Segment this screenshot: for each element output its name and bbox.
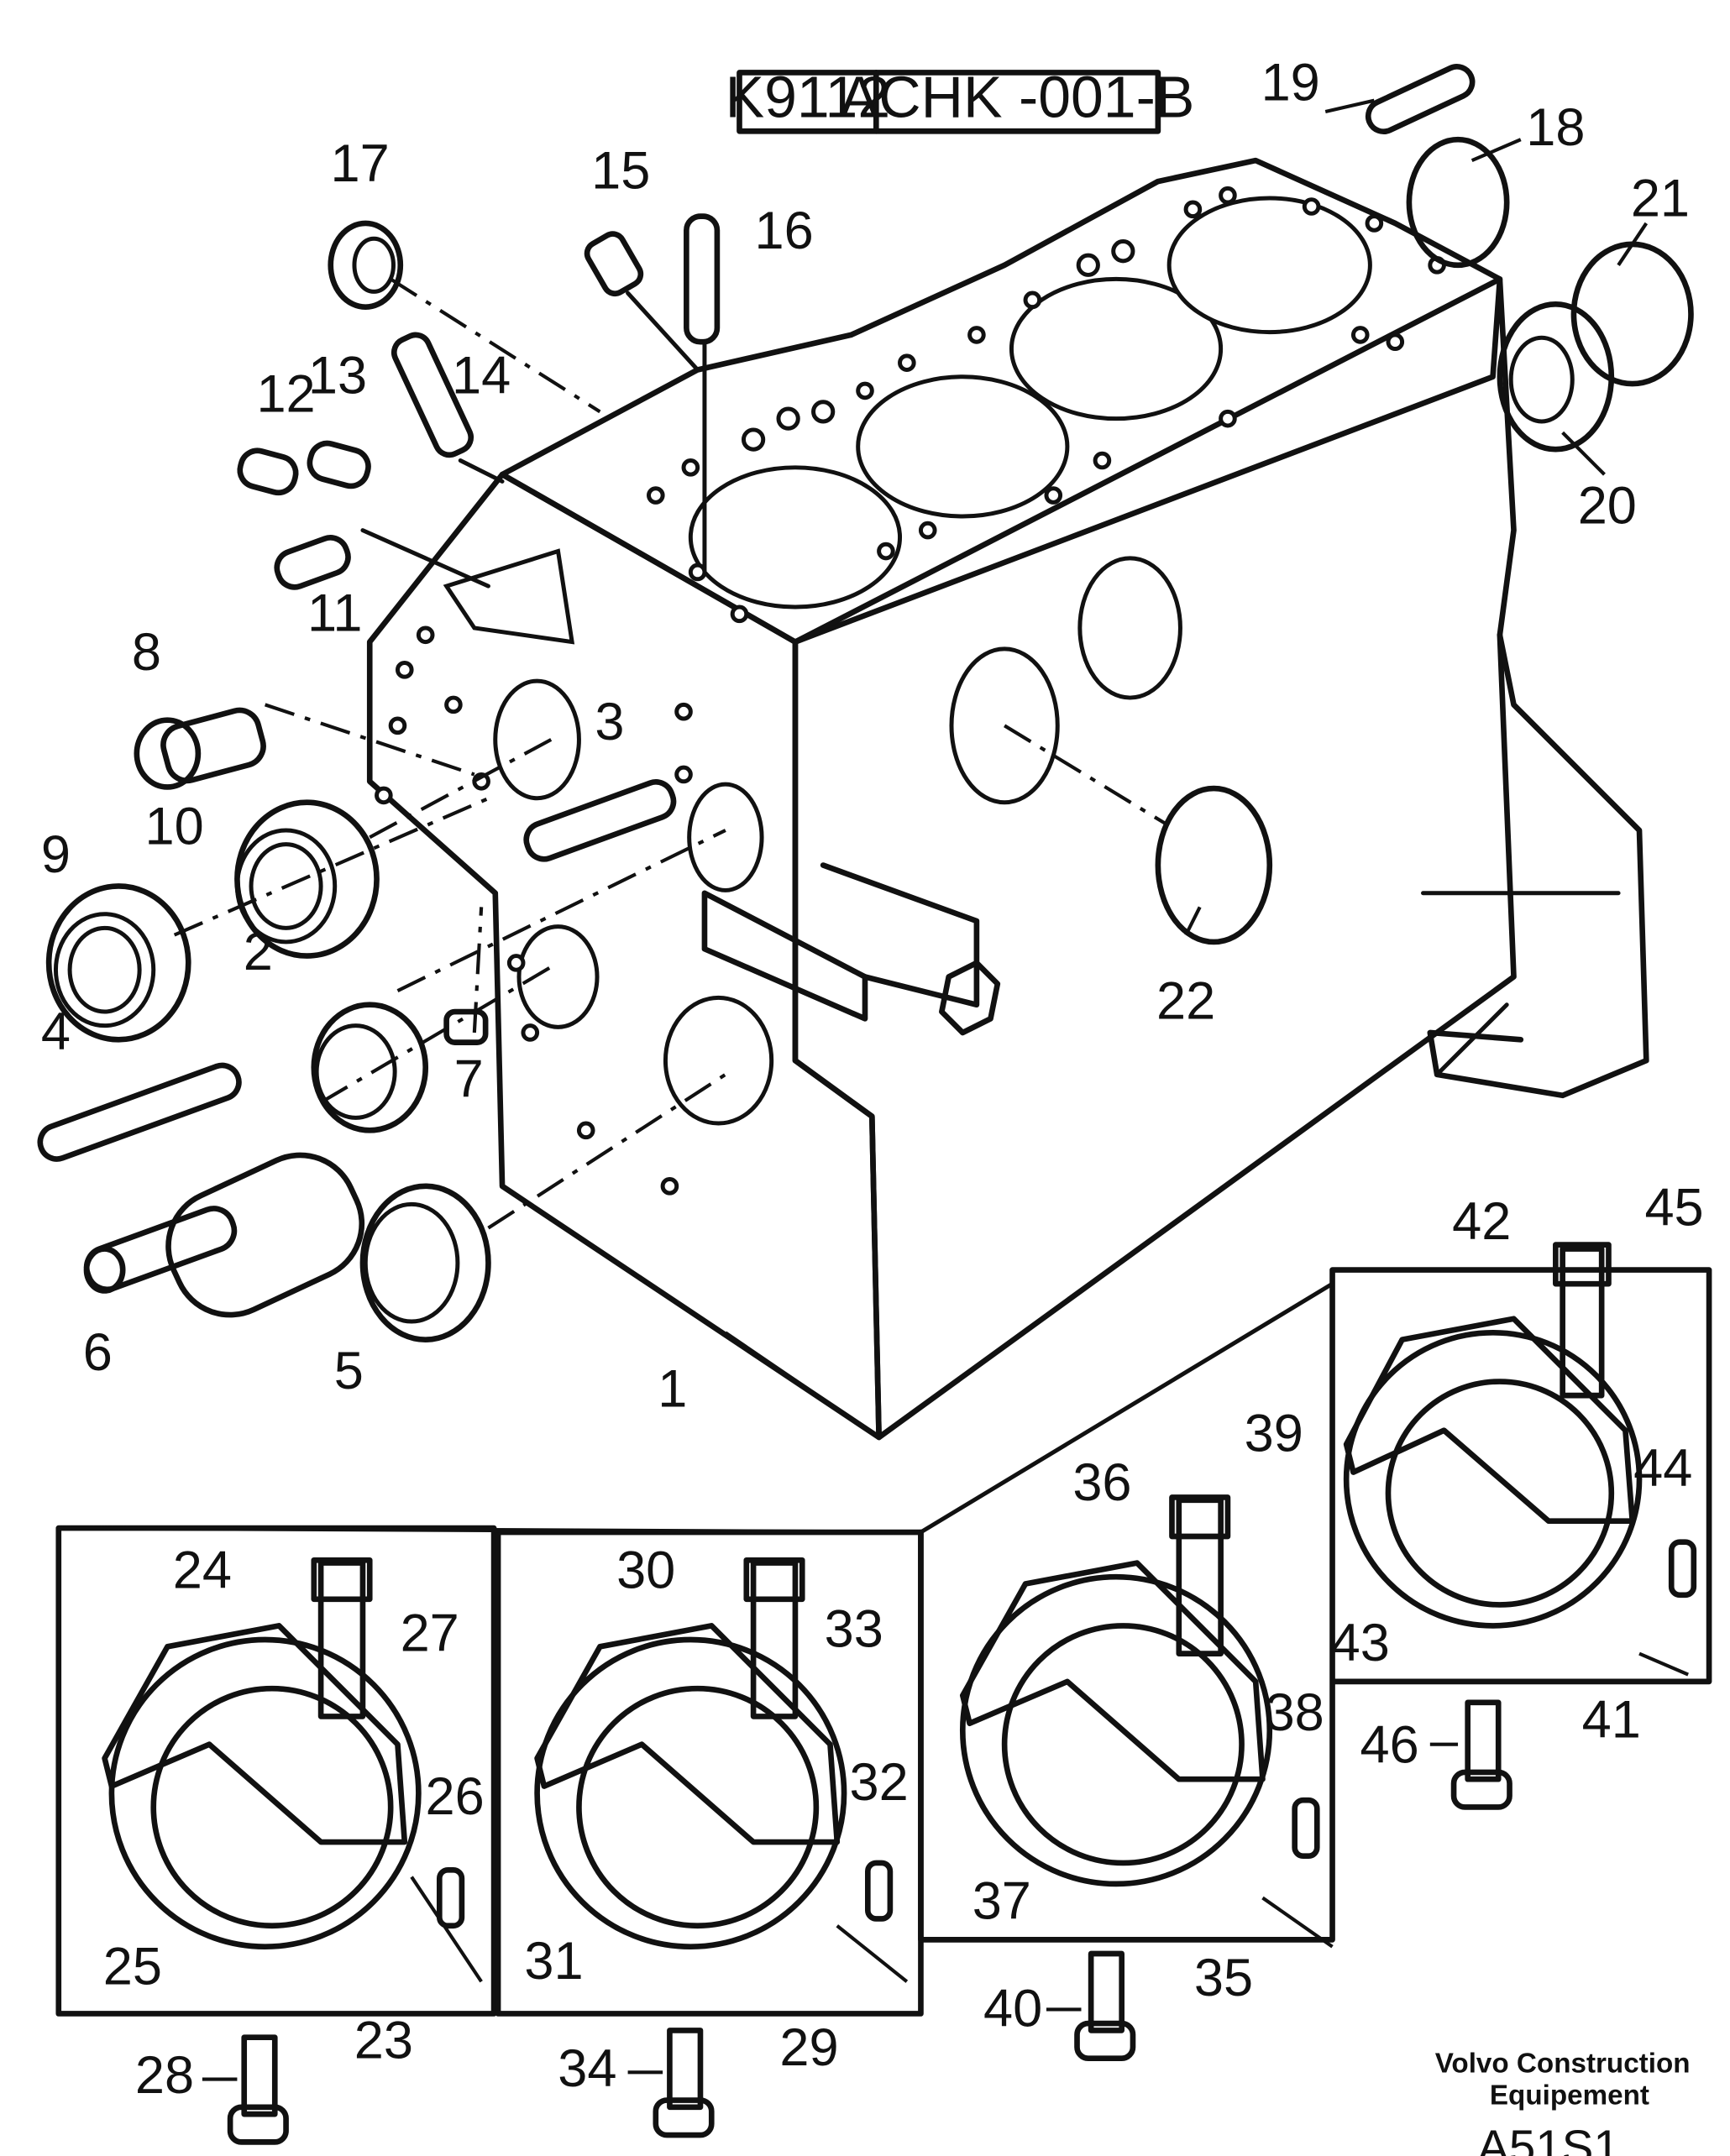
callout-18: 18 — [1526, 98, 1585, 157]
needle-bearing-9 — [45, 883, 191, 1043]
callout-42: 42 — [1452, 1192, 1511, 1251]
stud-3 — [523, 779, 677, 862]
callout-labels: 1 2 3 4 5 6 7 8 9 10 11 12 13 14 15 16 1… — [41, 54, 1704, 2106]
callout-40: 40 — [983, 1979, 1042, 2038]
callout-14: 14 — [452, 347, 511, 406]
callout-19: 19 — [1261, 54, 1320, 113]
cylinder-block — [366, 157, 1649, 1441]
callout-6: 6 — [83, 1323, 113, 1382]
callout-43: 43 — [1331, 1614, 1390, 1672]
bolt-34 — [653, 2028, 715, 2138]
callout-25: 25 — [103, 1938, 162, 1996]
callout-41: 41 — [1582, 1690, 1641, 1749]
reference-box: K9112 ACHK -001-B — [726, 65, 1195, 134]
deck-bolt-holes — [647, 186, 1446, 624]
callout-29: 29 — [779, 2018, 838, 2077]
callout-3: 3 — [595, 693, 624, 751]
bolt-40 — [1074, 1950, 1136, 2061]
footer-brand-line2: Equipement — [1490, 2080, 1649, 2111]
callout-17: 17 — [331, 134, 390, 193]
dowel-12 — [237, 447, 299, 496]
dowel-15 — [584, 231, 644, 297]
bearing-cap-23 — [102, 1557, 465, 1950]
bearing-20 — [1497, 301, 1615, 453]
bushing-2 — [311, 1002, 429, 1133]
callout-15: 15 — [591, 141, 650, 200]
callout-37: 37 — [972, 1871, 1031, 1930]
callout-5: 5 — [334, 1342, 364, 1400]
callout-32: 32 — [850, 1753, 909, 1812]
callout-39: 39 — [1245, 1405, 1303, 1463]
seal-ring-17 — [328, 220, 404, 310]
pin-19 — [1365, 64, 1476, 134]
callout-10: 10 — [145, 798, 204, 856]
callout-2: 2 — [244, 923, 273, 981]
bearing-cap-29 — [534, 1557, 894, 1950]
callout-7: 7 — [454, 1049, 484, 1108]
end-face-holes — [375, 625, 693, 1196]
callout-21: 21 — [1631, 170, 1690, 228]
callout-34: 34 — [558, 2039, 616, 2098]
callout-36: 36 — [1072, 1453, 1131, 1512]
callout-1: 1 — [658, 1359, 687, 1418]
bearing-cap-41 — [1343, 1242, 1697, 1629]
stud-14 — [391, 332, 474, 458]
callout-20: 20 — [1578, 476, 1637, 535]
plug-22 — [1155, 785, 1273, 945]
reference-right: ACHK -001-B — [840, 65, 1195, 130]
callout-44: 44 — [1633, 1439, 1692, 1498]
reference-left: K9112 — [726, 65, 891, 130]
callout-46: 46 — [1360, 1715, 1419, 1774]
callout-26: 26 — [425, 1767, 484, 1826]
plug-21 — [1570, 241, 1694, 387]
bolt-28 — [227, 2034, 289, 2145]
bearing-cap-group-frames — [55, 1267, 1712, 2017]
pin-7 — [443, 1008, 489, 1045]
footer: Volvo Construction Equipement A51S1 — [1435, 2048, 1691, 2156]
plug-18 — [1406, 136, 1510, 269]
assembly-lines — [173, 277, 1166, 1230]
callout-11: 11 — [307, 583, 363, 642]
bolt-8 — [134, 707, 266, 790]
callout-4: 4 — [41, 1002, 71, 1061]
callout-leaders — [202, 98, 1689, 2081]
needle-bearing-10 — [234, 799, 380, 959]
dowel-11 — [274, 535, 351, 590]
callout-22: 22 — [1156, 971, 1215, 1030]
callout-33: 33 — [825, 1599, 883, 1658]
bolt-46 — [1450, 1699, 1512, 1810]
dowel-13 — [307, 440, 371, 489]
callout-30: 30 — [616, 1541, 675, 1599]
callout-24: 24 — [173, 1541, 232, 1599]
callout-31: 31 — [524, 1932, 583, 1991]
callout-28: 28 — [135, 2046, 194, 2105]
bearing-cap-35 — [959, 1494, 1320, 1887]
bushing-5 — [359, 1183, 491, 1342]
footer-code: A51S1 — [1477, 2120, 1620, 2156]
idler-shaft-6 — [83, 1152, 365, 1318]
callout-45: 45 — [1644, 1178, 1703, 1237]
callout-8: 8 — [132, 623, 161, 682]
callout-13: 13 — [308, 347, 367, 406]
callout-16: 16 — [755, 201, 814, 260]
callout-12: 12 — [256, 364, 315, 423]
callout-9: 9 — [41, 825, 71, 884]
shaft-4 — [37, 1062, 242, 1162]
callout-38: 38 — [1266, 1683, 1324, 1742]
pin-16 — [684, 213, 721, 345]
footer-brand-line1: Volvo Construction — [1435, 2048, 1691, 2079]
callout-27: 27 — [401, 1604, 459, 1662]
callout-35: 35 — [1194, 1949, 1253, 2007]
callout-23: 23 — [354, 2012, 413, 2070]
